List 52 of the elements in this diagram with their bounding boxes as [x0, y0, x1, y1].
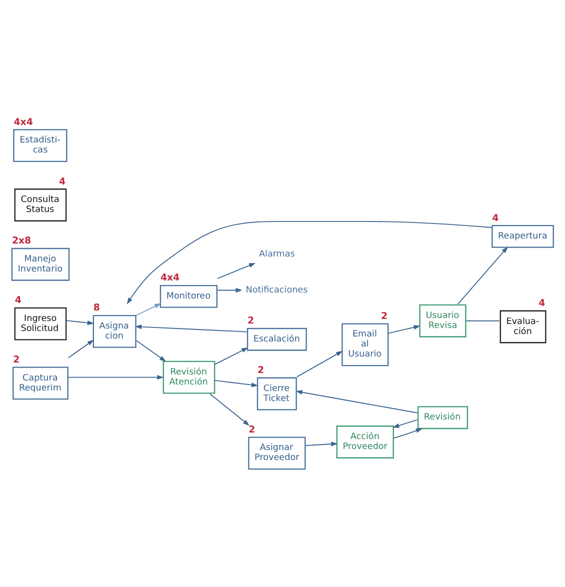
arrow	[66, 320, 94, 326]
node-box: Revisión	[417, 406, 468, 430]
arrow	[217, 288, 242, 293]
arrow	[392, 419, 418, 428]
node-label: 2	[248, 424, 256, 436]
node-label: 4x4	[160, 272, 180, 284]
node-label: 4	[538, 298, 546, 310]
arrow	[214, 347, 248, 365]
node-label: 4	[14, 295, 22, 306]
node-box: Evalua- ción	[500, 310, 546, 344]
arrow	[296, 350, 343, 378]
node-box: Consulta Status	[14, 188, 67, 222]
arrow	[394, 428, 423, 438]
arrow	[136, 303, 162, 316]
node-label: 2	[381, 310, 388, 322]
node-box: Escalación	[246, 328, 307, 351]
node-box: Manejo Inventario	[11, 248, 70, 281]
arrow	[388, 325, 420, 334]
connector	[466, 320, 500, 322]
arrow	[217, 262, 256, 280]
node-label: 4	[492, 212, 499, 224]
node-box: Cierre Ticket	[256, 377, 297, 410]
arrow	[68, 375, 164, 380]
arrow	[134, 324, 248, 332]
node-text: Notificaciones	[246, 285, 308, 296]
arrow	[126, 220, 492, 304]
arrow	[457, 246, 508, 305]
node-box: Captura Requerim	[12, 366, 68, 400]
node-box: Reapertura	[492, 224, 554, 248]
node-box: Monitoreo	[160, 284, 218, 308]
node-box: Acción Proveedor	[336, 426, 394, 458]
node-label: 4	[59, 176, 66, 188]
arrow	[305, 442, 338, 446]
arrow	[296, 390, 418, 414]
node-box: Usuario Revisa	[419, 304, 466, 338]
node-label: 2x8	[12, 236, 32, 247]
node-box: Revisión Atención	[162, 360, 216, 394]
node-box: Asignar Proveedor	[248, 436, 306, 470]
node-box: Email al Usuario	[342, 323, 389, 366]
node-label: 4x4	[14, 116, 33, 128]
node-label: 8	[93, 302, 100, 314]
node-box: Estadísti- cas	[13, 129, 68, 162]
arrow	[68, 340, 94, 358]
node-label: 2	[248, 316, 254, 327]
node-box: Ingreso Solicitud	[14, 307, 67, 340]
arrow	[136, 340, 166, 362]
node-box: Asigna cion	[92, 314, 136, 348]
arrow	[209, 393, 250, 426]
arrow	[214, 380, 258, 388]
node-text: Alarmas	[258, 249, 295, 260]
node-label: 2	[258, 365, 264, 376]
node-label: 2	[13, 354, 20, 366]
